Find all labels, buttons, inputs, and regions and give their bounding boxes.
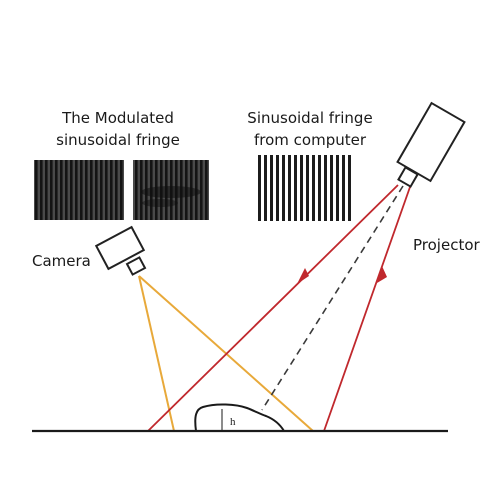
measured-object: h — [194, 403, 285, 432]
modulated-fringe-label-line2: sinusoidal fringe — [56, 131, 180, 149]
computer-fringe-image — [257, 155, 351, 221]
modulated-fringe-image-1 — [34, 160, 124, 220]
projector-ray-arrow-2 — [377, 266, 387, 283]
modulated-fringe-label-line1: The Modulated — [61, 109, 174, 127]
camera-label: Camera — [32, 252, 91, 270]
height-label: h — [230, 416, 236, 428]
projector-ray-arrow-1 — [297, 268, 309, 284]
computer-fringe-label-line1: Sinusoidal fringe — [247, 109, 372, 127]
camera-icon — [94, 225, 147, 276]
modulated-fringe-image-2 — [133, 160, 209, 220]
computer-fringe-label-line2: from computer — [254, 131, 367, 149]
projector-label: Projector — [413, 236, 480, 254]
projector-icon — [396, 101, 466, 188]
projector-rays — [147, 184, 411, 432]
